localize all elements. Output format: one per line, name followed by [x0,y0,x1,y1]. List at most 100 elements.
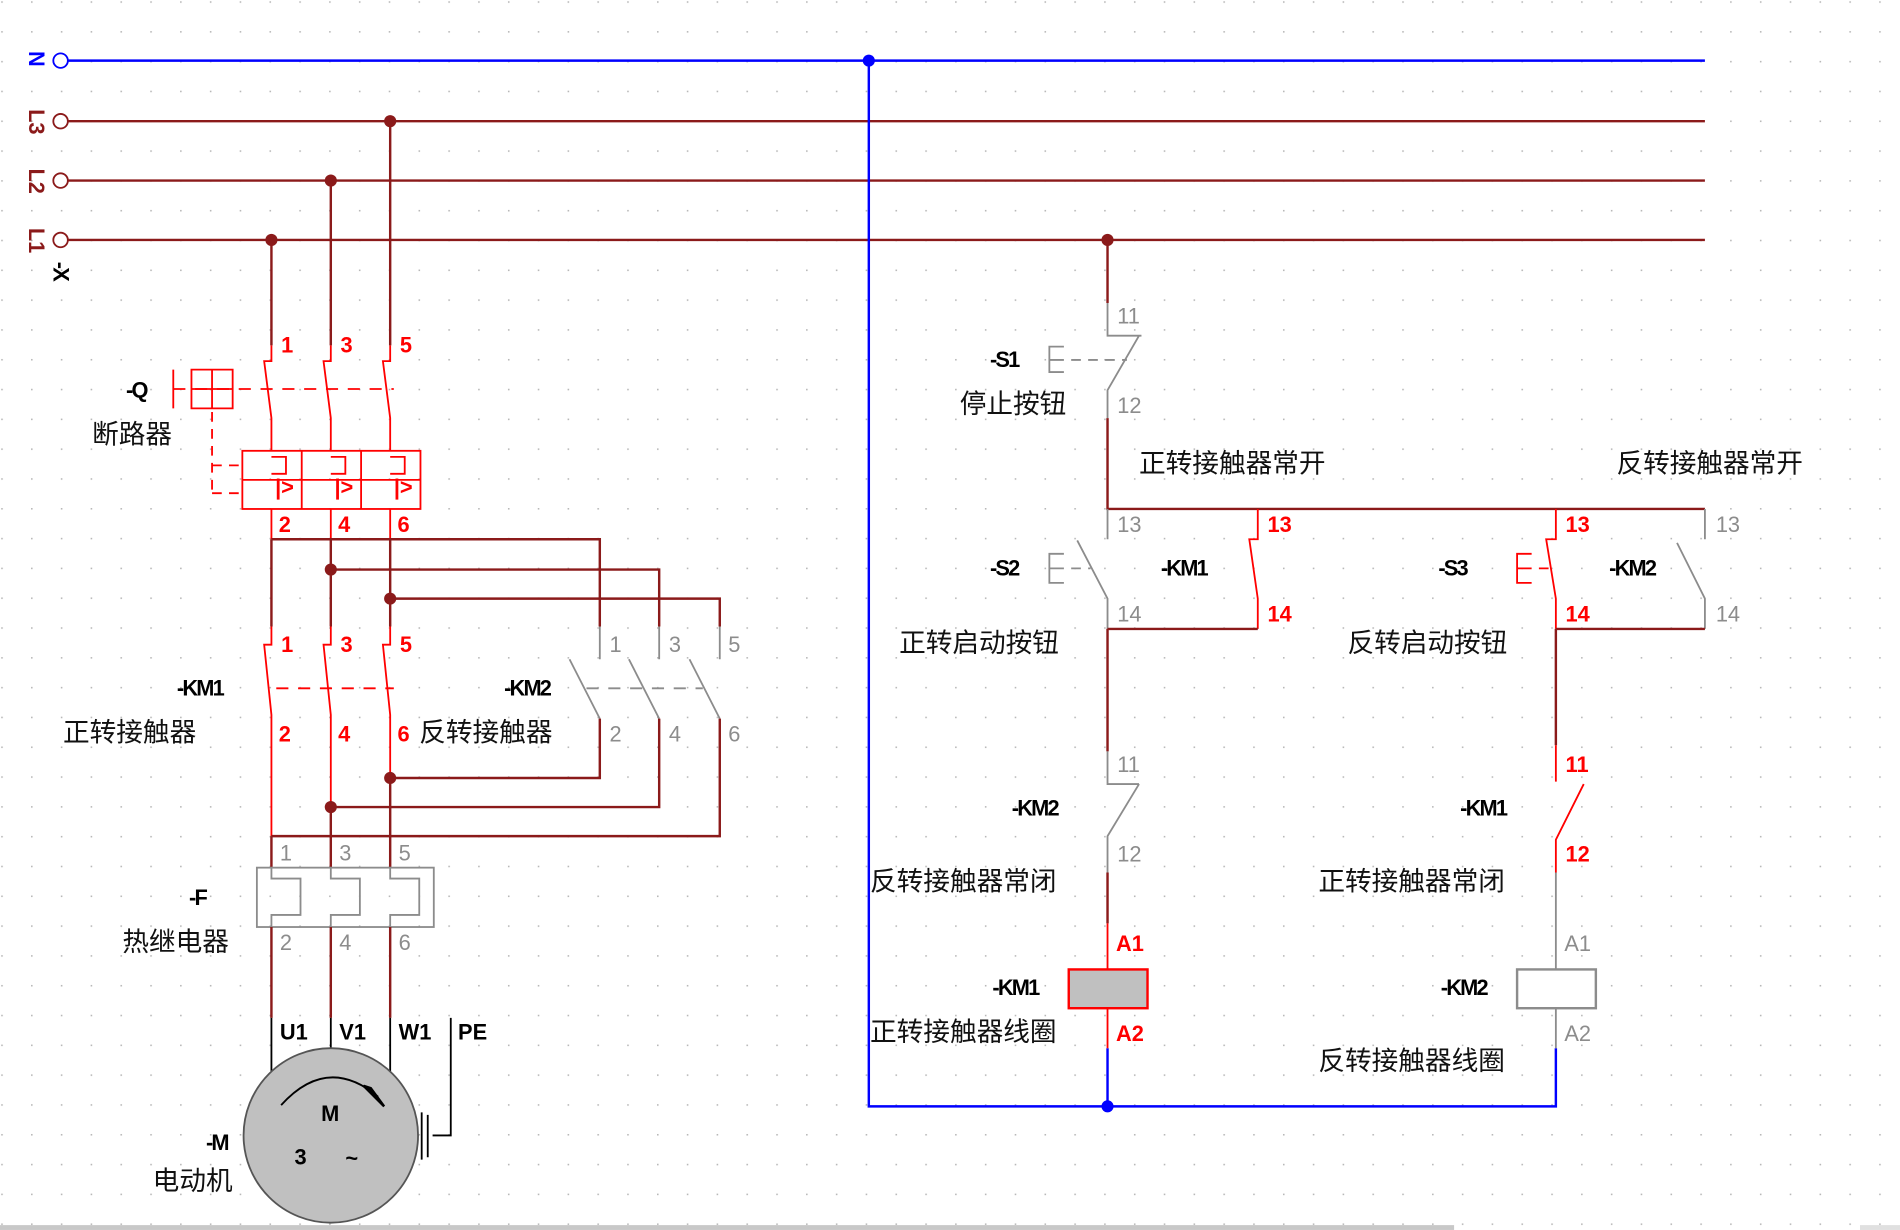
terminal-number: 5 [728,632,740,657]
svg-text:|>: |> [394,474,413,499]
terminal-number: 3 [340,333,352,358]
km2-coil[interactable]: -KM2 反转接触器线圈 A1 A2 [1318,872,1598,1077]
terminal-number: 11 [1566,752,1589,777]
contactor-km1-main[interactable]: -KM1 正转接触器 1 3 5 2 4 6 [63,626,412,837]
terminal-number: 1 [280,840,292,865]
terminal-number: 4 [669,722,681,747]
terminal-strip-tag: -X [48,262,73,282]
terminal-l1[interactable] [52,231,69,249]
motor-m[interactable]: M 3 ~ U1 V1 W1 PE -M 电动机 [153,1017,487,1224]
terminal-number: 12 [1117,393,1141,418]
reverse-start-button-s3[interactable]: -S3 反转启动按钮 13 14 [1347,508,1590,659]
svg-text:|>: |> [275,474,294,499]
terminal-number: 3 [669,632,681,657]
terminal-number: 4 [338,512,350,537]
terminal-number: 2 [279,512,291,537]
terminal-number: 5 [400,333,412,358]
junction-dot [1101,1100,1114,1113]
terminal-number: 1 [610,632,622,657]
horizontal-scrollbar[interactable] [0,1225,1455,1230]
terminal-w1: W1 [399,1020,432,1045]
km1-no-tag: -KM1 [1161,556,1209,581]
terminal-number: A1 [1116,931,1144,956]
s3-name: 反转启动按钮 [1347,628,1507,659]
terminal-number: 14 [1716,602,1740,627]
terminal-number: 3 [340,632,352,657]
thermal-name: 热继电器 [122,927,229,958]
km1-no-label: 正转接触器常开 [1139,449,1326,480]
terminal-number: 11 [1117,752,1140,777]
km2-nc-name: 反转接触器常闭 [870,867,1056,898]
km2-coil-tag: -KM2 [1441,975,1489,1000]
terminal-number: 6 [728,722,740,747]
terminal-number: 12 [1566,842,1590,867]
breaker-name: 断路器 [92,420,172,451]
terminal-number: 2 [279,722,291,747]
terminal-number: 5 [399,840,411,865]
forward-start-button-s2[interactable]: -S2 正转启动按钮 13 14 [899,508,1141,659]
breaker-tag: -Q [126,377,148,402]
thermal-tag: -F [189,885,207,910]
junction-dot [384,771,397,785]
bus-label-l2: L2 [24,168,49,193]
terminal-u1: U1 [280,1020,308,1045]
terminal-number: 14 [1117,602,1141,627]
breaker-q[interactable]: |> |> |> -Q 断路器 1 3 5 2 4 6 [92,333,422,540]
terminal-number: 4 [338,722,350,747]
km1-nc-name: 正转接触器常闭 [1318,867,1505,898]
terminal-number: 14 [1566,602,1590,627]
terminal-number: 1 [281,632,293,657]
thermal-relay-f[interactable]: -F 热继电器 1 3 5 2 4 6 [122,777,435,958]
terminal-number: 6 [399,930,411,955]
motor-name: 电动机 [153,1166,233,1197]
terminal-number: 11 [1117,304,1140,329]
terminal-number: 6 [397,722,409,747]
terminal-number: 13 [1716,512,1740,537]
svg-text:|>: |> [334,474,353,499]
junction-dot [384,592,397,605]
km1-coil[interactable]: -KM1 正转接触器线圈 A1 A2 [870,923,1149,1049]
s2-name: 正转启动按钮 [899,628,1059,659]
bus-label-l1: L1 [24,228,49,253]
terminal-number: 13 [1566,512,1590,537]
junction-dot [324,563,337,576]
terminal-number: 2 [610,722,622,747]
terminal-n[interactable] [52,52,69,69]
km1-no-contact[interactable]: -KM1 13 14 [1161,508,1292,629]
scrollbar-corner [1860,1225,1900,1230]
coil-box [1515,968,1598,1010]
terminal-number: 13 [1267,512,1291,537]
terminal-v1: V1 [339,1020,366,1045]
km2-coil-name: 反转接触器线圈 [1318,1046,1505,1077]
bus-label-l3: L3 [24,109,49,134]
km2-no-contact[interactable]: -KM2 13 14 [1609,508,1740,629]
km1-nc-contact[interactable]: -KM1 正转接触器常闭 11 12 [1318,745,1590,898]
s1-tag: -S1 [990,347,1020,372]
km2-no-tag: -KM2 [1609,556,1657,581]
km2-nc-tag: -KM2 [1012,796,1060,821]
terminal-number: A2 [1564,1021,1591,1046]
power-bus: N L3 L2 L1 -X [24,51,1705,282]
terminal-number: 13 [1117,512,1141,537]
km1-name: 正转接触器 [63,718,196,749]
km2-no-label: 反转接触器常开 [1616,449,1803,480]
contactor-km2-main[interactable]: -KM2 反转接触器 1 3 5 2 4 6 [271,626,740,838]
terminal-number: 3 [339,840,351,865]
bus-label-n: N [24,51,49,67]
coil-box [1067,968,1149,1010]
ac-symbol: ~ [345,1146,358,1171]
terminal-number: 1 [281,333,293,358]
km1-coil-tag: -KM1 [992,975,1040,1000]
terminal-number: 12 [1117,842,1141,867]
terminal-l3[interactable] [52,113,69,130]
terminal-number: A1 [1564,931,1591,956]
control-circuit: -S1 停止按钮 11 12 正转接触器常开 反转接触器常开 -S2 正转启动按… [867,60,1803,1113]
km2-nc-contact[interactable]: -KM2 反转接触器常闭 11 12 [870,751,1141,898]
main-circuit: |> |> |> -Q 断路器 1 3 5 2 4 6 -KM1 正转接触器 1… [63,121,740,1224]
motor-tag: -M [206,1130,228,1155]
motor-symbol: M [321,1101,339,1126]
terminal-l2[interactable] [52,172,69,189]
stop-button-s1[interactable]: -S1 停止按钮 11 12 [960,302,1142,420]
